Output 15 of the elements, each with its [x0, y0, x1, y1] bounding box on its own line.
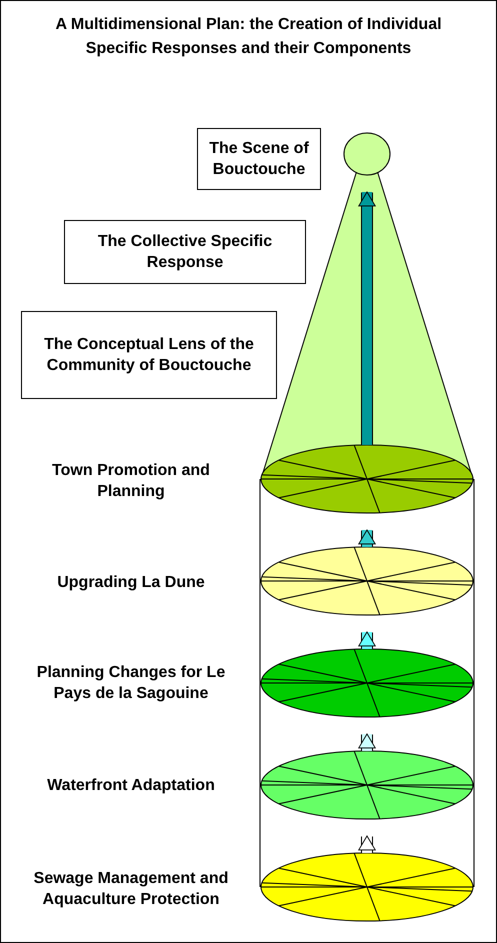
layer-label: Town Promotion and Planning [51, 461, 211, 502]
layer-ellipse [260, 444, 474, 514]
text-box: The Conceptual Lens of the Community of Bouctouche [21, 311, 277, 399]
text-box: The Collective Specific Response [64, 220, 306, 284]
layer-label: Planning Changes for Le Pays de la Sagouine [36, 663, 226, 704]
layer-label: Upgrading La Dune [56, 572, 206, 592]
layer-ellipse [260, 546, 474, 616]
layer-ellipse [260, 750, 474, 820]
title: A Multidimensional Plan: the Creation of Individual Specific Responses and their Components [54, 15, 443, 59]
circle-shape [343, 132, 391, 176]
layer-ellipse [260, 648, 474, 718]
layer-ellipse [260, 852, 474, 922]
text-box: The Scene of Bouctouche [197, 128, 321, 190]
layer-label: Waterfront Adaptation [46, 776, 216, 796]
layer-label: Sewage Management and Aquaculture Protection [32, 869, 230, 910]
